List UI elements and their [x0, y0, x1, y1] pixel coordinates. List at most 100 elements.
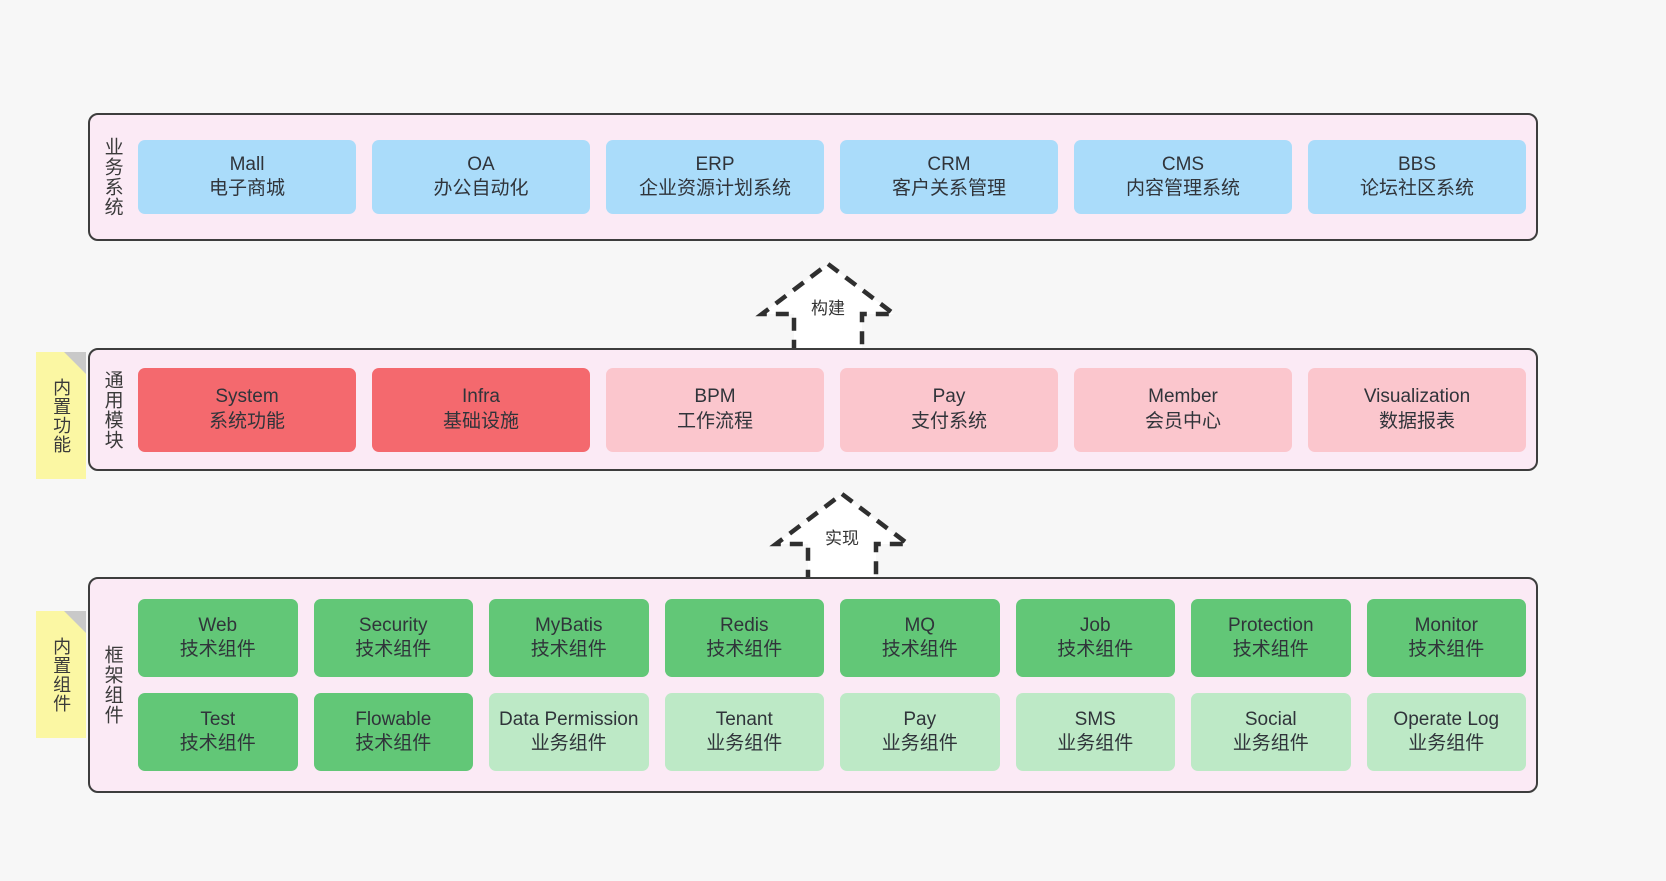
- card-job[interactable]: Job 技术组件: [1015, 599, 1175, 677]
- card-subtitle: 技术组件: [179, 639, 256, 660]
- card-system[interactable]: System 系统功能: [138, 367, 356, 452]
- card-member[interactable]: Member 会员中心: [1074, 367, 1292, 452]
- card-title: Infra: [461, 386, 501, 408]
- card-row: Test 技术组件 Flowable 技术组件 Data Permission …: [138, 693, 1526, 771]
- card-title: OA: [467, 153, 495, 175]
- card-title: Security: [358, 614, 428, 636]
- card-subtitle: 技术组件: [355, 733, 432, 754]
- layer-body-framework-component: Web 技术组件 Security 技术组件 MyBatis 技术组件 Redi…: [134, 579, 1536, 791]
- card-subtitle: 内容管理系统: [1125, 178, 1240, 199]
- card-mybatis[interactable]: MyBatis 技术组件: [489, 599, 649, 677]
- card-visualization[interactable]: Visualization 数据报表: [1308, 367, 1526, 452]
- card-subtitle: 技术组件: [706, 639, 783, 660]
- card-web[interactable]: Web 技术组件: [138, 599, 298, 677]
- card-title: Monitor: [1414, 614, 1478, 636]
- connector-build: 构建: [748, 258, 908, 354]
- layer-business-system: 业务系统 Mall 电子商城 OA 办公自动化 ERP 企业资源计划系统 CRM…: [88, 113, 1538, 241]
- card-title: Member: [1148, 386, 1218, 408]
- card-title: Job: [1079, 614, 1111, 636]
- card-flowable[interactable]: Flowable 技术组件: [313, 693, 473, 771]
- layer-body-business-system: Mall 电子商城 OA 办公自动化 ERP 企业资源计划系统 CRM 客户关系…: [134, 115, 1536, 239]
- card-title: Pay: [932, 386, 966, 408]
- card-sms[interactable]: SMS 业务组件: [1015, 693, 1175, 771]
- card-erp[interactable]: ERP 企业资源计划系统: [606, 140, 824, 214]
- card-subtitle: 客户关系管理: [891, 178, 1006, 199]
- card-title: ERP: [695, 153, 735, 175]
- card-title: Web: [198, 614, 238, 636]
- card-title: Data Permission: [499, 708, 639, 730]
- note-builtin-function: 内置功能: [36, 352, 86, 479]
- card-subtitle: 论坛社区系统: [1359, 178, 1474, 199]
- card-subtitle: 办公自动化: [433, 178, 529, 199]
- card-mq[interactable]: MQ 技术组件: [840, 599, 1000, 677]
- card-subtitle: 系统功能: [208, 410, 285, 432]
- card-row: Web 技术组件 Security 技术组件 MyBatis 技术组件 Redi…: [138, 599, 1526, 677]
- card-subtitle: 会员中心: [1144, 410, 1221, 432]
- card-subtitle: 技术组件: [530, 639, 607, 660]
- card-title: Pay: [903, 708, 937, 730]
- card-subtitle: 支付系统: [910, 410, 987, 432]
- card-title: Flowable: [355, 708, 432, 730]
- card-redis[interactable]: Redis 技术组件: [664, 599, 824, 677]
- card-title: MyBatis: [534, 614, 603, 636]
- connector-build-label: 构建: [811, 299, 845, 318]
- card-title: Test: [200, 708, 236, 730]
- card-subtitle: 业务组件: [881, 733, 958, 754]
- card-subtitle: 电子商城: [208, 178, 285, 199]
- layer-title-business-system: 业务系统: [101, 137, 123, 217]
- card-subtitle: 技术组件: [1232, 639, 1309, 660]
- card-mall[interactable]: Mall 电子商城: [138, 140, 356, 214]
- card-subtitle: 企业资源计划系统: [638, 178, 791, 199]
- card-title: Tenant: [715, 708, 773, 730]
- layer-title-framework-component: 框架组件: [101, 645, 123, 725]
- layer-common-module: 通用模块 System 系统功能 Infra 基础设施 BPM 工作流程 Pay…: [88, 348, 1538, 471]
- card-tenant[interactable]: Tenant 业务组件: [664, 693, 824, 771]
- card-monitor[interactable]: Monitor 技术组件: [1366, 599, 1526, 677]
- note-label: 内置功能: [51, 377, 72, 454]
- card-subtitle: 技术组件: [1057, 639, 1134, 660]
- card-subtitle: 数据报表: [1378, 410, 1455, 432]
- card-data-permission[interactable]: Data Permission 业务组件: [489, 693, 649, 771]
- card-test[interactable]: Test 技术组件: [138, 693, 298, 771]
- card-subtitle: 业务组件: [1232, 733, 1309, 754]
- card-subtitle: 基础设施: [442, 410, 519, 432]
- layer-framework-component: 框架组件 Web 技术组件 Security 技术组件 MyBatis 技术组件…: [88, 577, 1538, 793]
- card-security[interactable]: Security 技术组件: [313, 599, 473, 677]
- card-operate-log[interactable]: Operate Log 业务组件: [1366, 693, 1526, 771]
- connector-implement-label: 实现: [825, 529, 859, 548]
- card-subtitle: 技术组件: [1408, 639, 1485, 660]
- card-title: Protection: [1227, 614, 1314, 636]
- card-title: Operate Log: [1393, 708, 1500, 730]
- card-infra[interactable]: Infra 基础设施: [372, 367, 590, 452]
- card-subtitle: 业务组件: [1408, 733, 1485, 754]
- card-subtitle: 业务组件: [1057, 733, 1134, 754]
- card-bpm[interactable]: BPM 工作流程: [606, 367, 824, 452]
- card-bbs[interactable]: BBS 论坛社区系统: [1308, 140, 1526, 214]
- card-pay-component[interactable]: Pay 业务组件: [840, 693, 1000, 771]
- card-oa[interactable]: OA 办公自动化: [372, 140, 590, 214]
- card-subtitle: 业务组件: [706, 733, 783, 754]
- layer-title-common-module: 通用模块: [101, 369, 123, 450]
- note-fold-icon: [64, 611, 86, 633]
- card-cms[interactable]: CMS 内容管理系统: [1074, 140, 1292, 214]
- card-subtitle: 技术组件: [179, 733, 256, 754]
- note-fold-icon: [64, 352, 86, 374]
- card-title: CMS: [1161, 153, 1205, 175]
- card-social[interactable]: Social 业务组件: [1191, 693, 1351, 771]
- note-builtin-component: 内置组件: [36, 611, 86, 738]
- card-row: Mall 电子商城 OA 办公自动化 ERP 企业资源计划系统 CRM 客户关系…: [138, 140, 1526, 214]
- card-title: SMS: [1074, 708, 1116, 730]
- card-subtitle: 业务组件: [530, 733, 607, 754]
- note-label: 内置组件: [51, 636, 72, 713]
- card-pay[interactable]: Pay 支付系统: [840, 367, 1058, 452]
- card-title: Visualization: [1363, 386, 1471, 408]
- card-title: Redis: [719, 614, 769, 636]
- card-title: CRM: [927, 153, 971, 175]
- card-title: System: [215, 386, 279, 408]
- card-subtitle: 技术组件: [881, 639, 958, 660]
- card-crm[interactable]: CRM 客户关系管理: [840, 140, 1058, 214]
- card-protection[interactable]: Protection 技术组件: [1191, 599, 1351, 677]
- card-row: System 系统功能 Infra 基础设施 BPM 工作流程 Pay 支付系统…: [138, 367, 1526, 452]
- card-title: BBS: [1397, 153, 1437, 175]
